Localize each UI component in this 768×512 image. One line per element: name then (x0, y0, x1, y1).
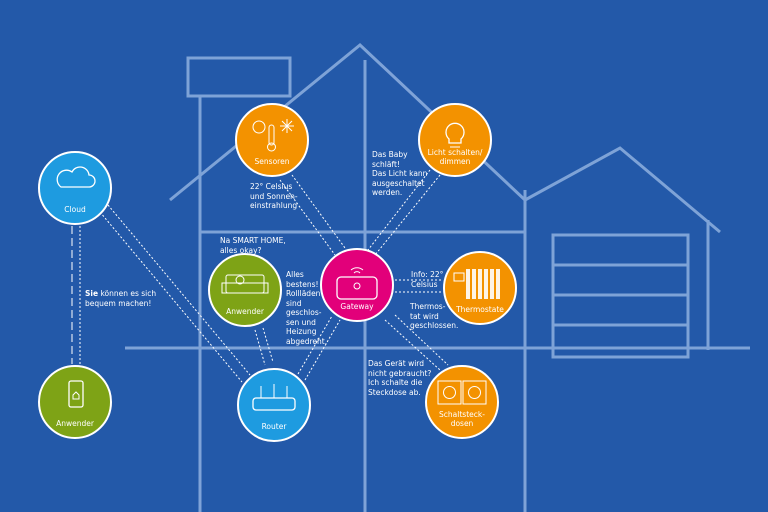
user-sofa-label: Anwender (226, 307, 264, 316)
note-baby: Das Baby schläft! Das Licht kann ausgesc… (372, 150, 428, 197)
gateway-label: Gateway (340, 302, 374, 311)
thermostat-label: Thermostate (456, 305, 504, 314)
lightbulb-icon (445, 122, 465, 148)
note-thermo-info: Info: 22° Celsius (411, 270, 444, 289)
router-node[interactable]: Router (237, 368, 311, 442)
sofa-person-icon (221, 274, 269, 294)
note-all-good: Alles bestens! Rollläden sind geschlos- … (286, 270, 328, 346)
note-text: können es sich bequem machen! (85, 289, 157, 308)
user-phone-node[interactable]: Anwender (38, 365, 112, 439)
router-icon (252, 384, 296, 411)
note-sensors: 22° Celsius und Sonnen- einstrahlung (250, 182, 298, 210)
sockets-label: Schaltsteck-dosen (439, 410, 485, 428)
smartphone-hand-icon (68, 380, 84, 408)
thermometer-sun-snow-icon (252, 119, 294, 152)
light-node[interactable]: Licht schalten/ dimmen (418, 103, 492, 177)
gateway-wifi-icon (336, 267, 378, 300)
sockets-node[interactable]: Schaltsteck-dosen (425, 365, 499, 439)
router-label: Router (261, 422, 287, 431)
power-socket-icon (437, 380, 487, 405)
thermostat-node[interactable]: Thermostate (443, 251, 517, 325)
light-label: Licht schalten/ dimmen (427, 148, 483, 166)
sensors-label: Sensoren (254, 157, 290, 166)
user-sofa-node[interactable]: Anwender (208, 253, 282, 327)
cloud-node[interactable]: Cloud (38, 151, 112, 225)
note-cloud-user: Sie können es sich bequem machen! (85, 289, 156, 308)
cloud-icon (56, 166, 96, 188)
note-bold: Sie (85, 289, 99, 298)
note-thermo-closed: Thermos- tat wird geschlossen. (410, 302, 459, 330)
cloud-label: Cloud (64, 205, 86, 214)
user-phone-label: Anwender (56, 419, 94, 428)
sensors-node[interactable]: Sensoren (235, 103, 309, 177)
note-smart-home-question: Na SMART HOME, alles okay? (220, 236, 286, 255)
radiator-icon (453, 269, 500, 299)
gateway-node[interactable]: Gateway (320, 248, 394, 322)
note-device-unused: Das Gerät wird nicht gebraucht? Ich scha… (368, 359, 432, 397)
